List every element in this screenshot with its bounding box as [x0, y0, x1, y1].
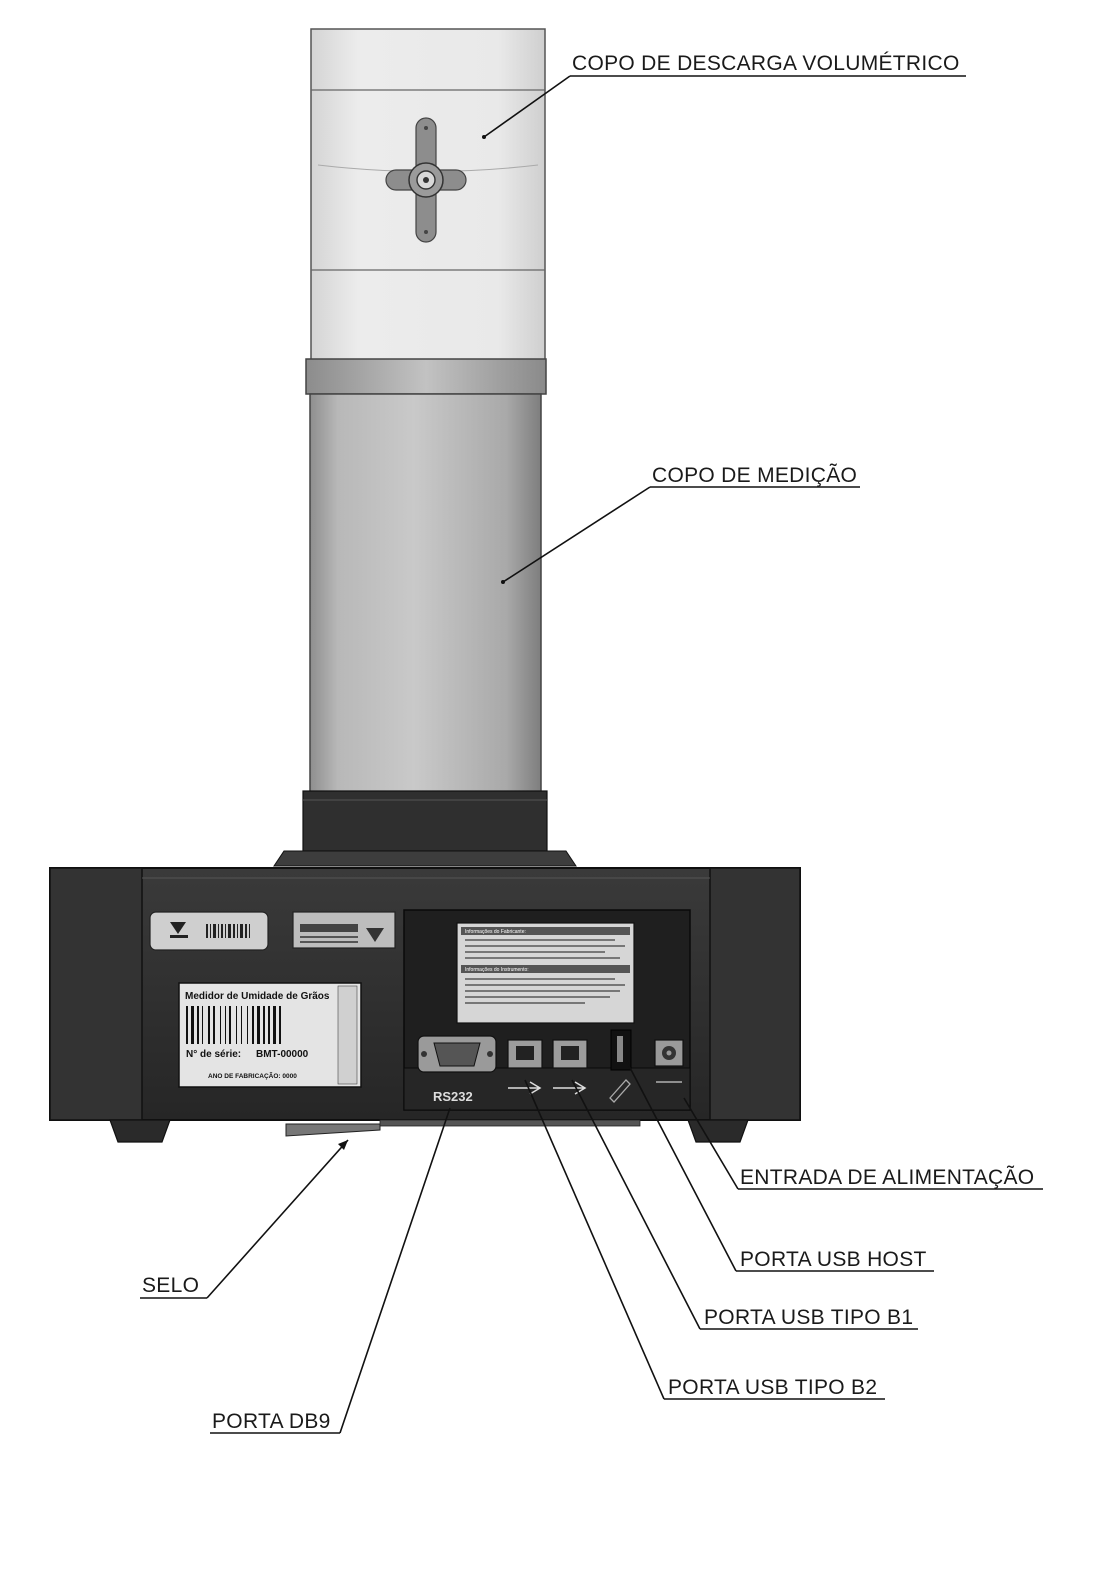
measuring-cup	[309, 393, 542, 793]
rs232-text: RS232	[433, 1089, 473, 1104]
manufacturer-info-label: Informações do Fabricante: Informações d…	[456, 922, 635, 1024]
identification-label	[292, 911, 396, 949]
instrument-info-title: Informações do Instrumento:	[465, 967, 529, 973]
manufacture-year-text: ANO DE FABRICAÇÃO: 0000	[208, 1071, 297, 1080]
inmetro-label	[149, 911, 269, 951]
usb-b1-port-icon[interactable]	[507, 1039, 543, 1069]
serial-label: Medidor de Umidade de Grãos N° de série:…	[178, 982, 362, 1088]
serial-number-label: N° de série:	[186, 1049, 241, 1060]
usb-symbol-icon	[508, 1081, 587, 1095]
foot-right	[687, 1119, 749, 1143]
foot-left	[109, 1119, 171, 1143]
knob-icon	[385, 117, 467, 243]
usb-b2-port-icon[interactable]	[552, 1039, 588, 1069]
serial-barcode-icon	[186, 1006, 281, 1044]
tube-collar	[273, 790, 577, 867]
volumetric-discharge-cup	[310, 28, 546, 364]
mini-barcode-icon	[206, 924, 250, 938]
db9-port-icon[interactable]	[417, 1035, 497, 1073]
callout-porta-db9: PORTA DB9	[212, 1410, 331, 1433]
coupling-ring	[305, 358, 547, 395]
callout-porta-usb-b2: PORTA USB TIPO B2	[668, 1376, 877, 1399]
callout-entrada-alimentacao: ENTRADA DE ALIMENTAÇÃO	[740, 1165, 1034, 1189]
manufacturer-info-title: Informações do Fabricante:	[465, 929, 526, 935]
callout-copo-descarga: COPO DE DESCARGA VOLUMÉTRICO	[572, 52, 960, 75]
callout-porta-usb-b1: PORTA USB TIPO B1	[704, 1306, 913, 1329]
callout-porta-usb-host: PORTA USB HOST	[740, 1248, 927, 1271]
connector-strip	[403, 1067, 691, 1111]
leader-lines	[140, 75, 1043, 1434]
power-jack-icon[interactable]	[654, 1039, 684, 1083]
serial-product-text: Medidor de Umidade de Grãos	[185, 991, 330, 1002]
callout-copo-medicao: COPO DE MEDIÇÃO	[652, 463, 857, 487]
callout-selo: SELO	[142, 1274, 199, 1297]
serial-number-value: BMT-00000	[256, 1049, 309, 1060]
